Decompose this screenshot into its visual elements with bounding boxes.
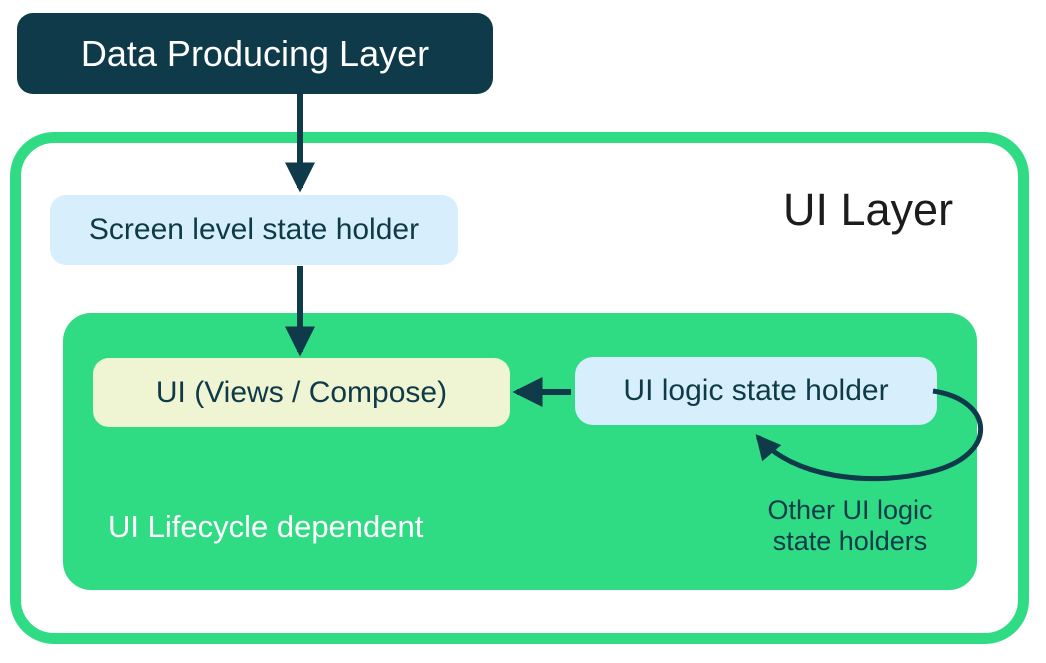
- node-data-producing-layer-label: Data Producing Layer: [80, 32, 430, 74]
- ui-layer-title: UI Layer: [783, 184, 954, 235]
- node-data-producing-layer: Data Producing Layer: [17, 13, 493, 94]
- node-ui-logic-state-holder: UI logic state holder: [575, 357, 937, 425]
- lifecycle-dependent-label: UI Lifecycle dependent: [108, 509, 424, 544]
- node-ui-logic-state-holder-label: UI logic state holder: [623, 374, 889, 407]
- node-ui-views-compose: UI (Views / Compose): [93, 358, 510, 427]
- node-ui-views-compose-label: UI (Views / Compose): [155, 375, 448, 409]
- node-screen-level-state-holder: Screen level state holder: [50, 195, 458, 265]
- node-screen-level-state-holder-label: Screen level state holder: [88, 213, 420, 246]
- other-ui-logic-state-holders-label: Other UI logic state holders: [767, 495, 933, 556]
